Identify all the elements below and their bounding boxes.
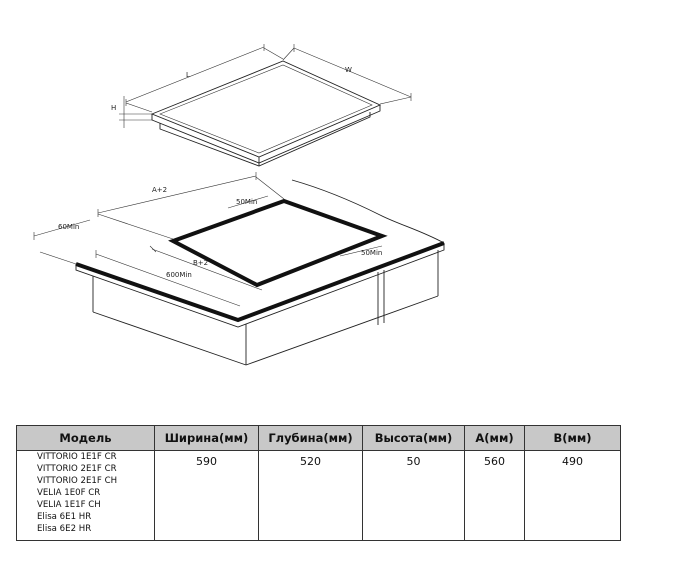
header-a: A(мм) [464, 425, 525, 451]
header-model: Модель [16, 425, 155, 451]
table-row: VITTORIO 1E1F CR VITTORIO 2E1F CR VITTOR… [16, 450, 621, 541]
cell-b: 490 [524, 450, 621, 541]
b-dim-label: B+2 [193, 259, 208, 267]
b-dimension: B+2 [149, 245, 263, 291]
height-label: H [111, 104, 116, 112]
a-dimension: A+2 [97, 172, 285, 240]
depth-min-dimension: 600Min [95, 250, 241, 307]
back-margin-dimension: 50Min [227, 195, 269, 209]
header-height: Высота(мм) [362, 425, 465, 451]
header-width: Ширина(мм) [154, 425, 259, 451]
cell-width: 590 [154, 450, 259, 541]
length-dimension: L [125, 44, 284, 113]
front-margin-label: 50Min [361, 249, 382, 257]
height-dimension: H [111, 96, 152, 128]
table-header-row: Модель Ширина(мм) Глубина(мм) Высота(мм)… [16, 425, 621, 451]
model-item: Elisa 6E2 HR [37, 524, 92, 534]
depth-min-label: 600Min [166, 271, 192, 279]
length-label: L [186, 71, 190, 79]
model-item: VELIA 1E1F CH [37, 500, 101, 510]
width-dimension: W [282, 44, 412, 105]
side-margin-label: 60Min [58, 223, 79, 231]
model-item: VITTORIO 1E1F CR [37, 452, 117, 462]
model-item: VITTORIO 2E1F CH [37, 476, 118, 486]
back-margin-label: 50Min [236, 198, 257, 206]
front-margin-dimension: 50Min [339, 245, 382, 257]
width-label: W [345, 66, 352, 74]
model-item: VELIA 1E0F CR [37, 488, 101, 498]
cell-height: 50 [362, 450, 465, 541]
a-dim-label: A+2 [152, 186, 167, 194]
specs-table: Модель Ширина(мм) Глубина(мм) Высота(мм)… [16, 425, 621, 541]
model-item: VITTORIO 2E1F CR [37, 464, 117, 474]
model-item: Elisa 6E1 HR [37, 512, 92, 522]
countertop-illustration [39, 179, 445, 366]
installation-diagram: L W H [33, 44, 445, 366]
side-margin-dimension: 60Min [33, 219, 91, 240]
header-depth: Глубина(мм) [258, 425, 363, 451]
cell-depth: 520 [258, 450, 363, 541]
header-b: B(мм) [524, 425, 621, 451]
cell-a: 560 [464, 450, 525, 541]
model-list: VITTORIO 1E1F CR VITTORIO 2E1F CR VITTOR… [16, 450, 155, 541]
hob-illustration [150, 60, 382, 167]
